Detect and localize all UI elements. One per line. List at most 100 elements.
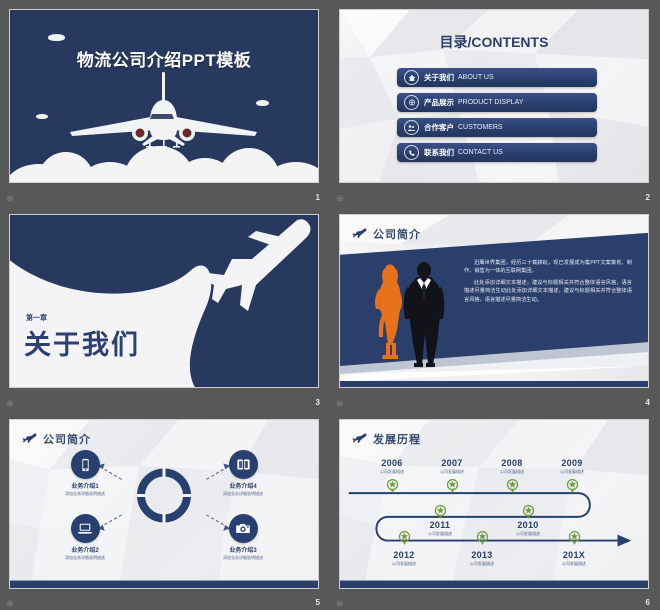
milestone-2012[interactable]: 2012 公司发展描述: [376, 550, 432, 567]
business-node-3[interactable]: 业务介绍3 添加业务详细说明描述: [206, 514, 280, 560]
star-pin-icon: [434, 504, 447, 519]
profile-paragraph: 迅鹰世界集团，经历三十载耕耘，现已发展成为集PPT文案策划、制作、销售为一体的互…: [464, 260, 632, 275]
milestone-year: 201X: [562, 550, 586, 560]
slide-number: 1: [315, 193, 320, 202]
cover-title: 物流公司介绍PPT模板: [76, 51, 252, 70]
toc-item-label-en: PRODUCT DISPLAY: [458, 99, 524, 106]
toc-item-customers[interactable]: 合作客户 CUSTOMERS: [397, 118, 597, 137]
star-pin-icon: [522, 504, 535, 519]
polygon-background: [340, 420, 648, 588]
node-label: 业务介绍1: [71, 484, 99, 490]
node-sub: 添加业务详细说明描述: [223, 491, 263, 496]
business-node-4[interactable]: 业务介绍4 添加业务详细说明描述: [206, 450, 280, 496]
milestone-year: 2007: [441, 458, 463, 468]
airplane-icon: [352, 225, 367, 243]
slide-header: 公司简介: [22, 430, 91, 448]
slide-cell-2: 目录/CONTENTS 关于我们 ABOUT US 产品展示 PRODUCT D…: [330, 0, 660, 205]
milestone-2013[interactable]: 2013 公司发展描述: [454, 550, 510, 567]
business-node-1[interactable]: 业务介绍1 添加业务详细说明描述: [48, 450, 122, 496]
slide-cell-3: 第一章 关于我们 ❊ 3: [0, 205, 330, 410]
footer-bar: [10, 580, 318, 588]
slide-2-contents[interactable]: 目录/CONTENTS 关于我们 ABOUT US 产品展示 PRODUCT D…: [339, 9, 649, 183]
airplane-front-icon: [70, 72, 257, 148]
star-pin-icon: [506, 478, 519, 493]
corner-glyph: ❊: [6, 194, 14, 204]
footer-bar: [340, 381, 648, 387]
toc-item-label-cn: 合作客户: [424, 123, 454, 132]
toc-item-about[interactable]: 关于我们 ABOUT US: [397, 68, 597, 87]
milestone-year: 2009: [561, 458, 583, 468]
milestone-2007[interactable]: 2007 公司发展描述: [424, 458, 480, 475]
header-title: 公司简介: [373, 229, 421, 241]
milestone-201x[interactable]: 201X 公司发展描述: [546, 550, 602, 567]
node-label: 业务介绍4: [229, 484, 257, 490]
slide-cell-4: 公司简介: [330, 205, 660, 410]
corner-glyph: ❊: [336, 599, 344, 609]
profile-paragraph: 此处添加详细文本描述，建议与标题相关并符合整体语言风格，语言描述尽量简洁生动此处…: [464, 279, 632, 303]
corner-glyph: ❊: [6, 599, 14, 609]
milestone-year: 2013: [471, 550, 493, 560]
slide-header: 公司简介: [352, 225, 421, 243]
slide-number: 6: [645, 598, 650, 607]
airplane-icon: [22, 430, 37, 448]
silhouette-figures: [368, 259, 458, 374]
contents-title: 目录/CONTENTS: [439, 34, 549, 50]
milestone-2011[interactable]: 2011 公司发展描述: [412, 520, 468, 537]
milestone-2010[interactable]: 2010 公司发展描述: [500, 520, 556, 537]
milestone-desc: 公司发展描述: [516, 531, 540, 536]
toc-item-label-en: CONTACT US: [458, 149, 503, 156]
people-icon: [404, 120, 419, 135]
milestone-2008[interactable]: 2008 公司发展描述: [484, 458, 540, 475]
toc-item-contact[interactable]: 联系我们 CONTACT US: [397, 143, 597, 162]
corner-glyph: ❊: [6, 399, 14, 409]
corner-glyph: ❊: [336, 194, 344, 204]
cloud-icon: [36, 114, 48, 119]
home-icon: [404, 70, 419, 85]
toc-item-product[interactable]: 产品展示 PRODUCT DISPLAY: [397, 93, 597, 112]
footer-bar: [340, 580, 648, 588]
milestone-desc: 公司发展描述: [392, 561, 416, 566]
milestone-2006[interactable]: 2006 公司发展描述: [364, 458, 420, 475]
slide-3-section-divider[interactable]: 第一章 关于我们: [9, 214, 319, 388]
star-pin-icon: [476, 530, 489, 545]
milestone-year: 2008: [501, 458, 523, 468]
milestone-2009[interactable]: 2009 公司发展描述: [544, 458, 600, 475]
cloud-band: [10, 138, 318, 182]
slide-1-cover[interactable]: 物流公司介绍PPT模板: [9, 9, 319, 183]
chapter-title: 关于我们: [24, 330, 140, 360]
book-icon: [228, 450, 258, 479]
business-node-2[interactable]: 业务介绍2 添加业务详细说明描述: [48, 514, 122, 560]
milestone-desc: 公司发展描述: [562, 561, 586, 566]
connector-lines: [97, 463, 231, 531]
node-label: 业务介绍3: [229, 548, 257, 554]
milestone-desc: 公司发展描述: [380, 469, 404, 474]
slide-5-business-overview[interactable]: 公司简介: [9, 419, 319, 589]
milestone-desc: 公司发展描述: [560, 469, 584, 474]
star-pin-icon: [386, 478, 399, 493]
node-sub: 添加业务详细说明描述: [223, 555, 263, 560]
profile-body: 迅鹰世界集团，经历三十载耕耘，现已发展成为集PPT文案策划、制作、销售为一体的互…: [464, 259, 632, 307]
slide-number: 4: [645, 398, 650, 407]
node-label: 业务介绍2: [71, 548, 99, 554]
node-sub: 添加业务详细说明描述: [65, 555, 105, 560]
milestone-desc: 公司发展描述: [470, 561, 494, 566]
header-title: 公司简介: [43, 434, 91, 446]
toc-item-label-cn: 产品展示: [424, 98, 454, 107]
smartphone-icon: [70, 450, 100, 479]
star-pin-icon: [446, 478, 459, 493]
chapter-label: 第一章: [26, 315, 47, 322]
milestone-year: 2010: [517, 520, 539, 530]
airplane-icon: [202, 219, 311, 311]
toc-item-label-en: ABOUT US: [458, 74, 494, 81]
milestone-desc: 公司发展描述: [428, 531, 452, 536]
slide-6-milestones[interactable]: 发展历程 2006 公司发展描述 2007 公司发展描述 2008 公司发展描述: [339, 419, 649, 589]
phone-icon: [404, 145, 419, 160]
milestone-year: 2011: [429, 520, 451, 530]
slide-4-company-profile[interactable]: 公司简介: [339, 214, 649, 388]
timeline-path: [348, 492, 632, 547]
toc-item-label-cn: 关于我们: [424, 73, 454, 82]
slide-number: 5: [315, 598, 320, 607]
center-ring: [133, 465, 195, 532]
airplane-icon: [352, 430, 367, 448]
